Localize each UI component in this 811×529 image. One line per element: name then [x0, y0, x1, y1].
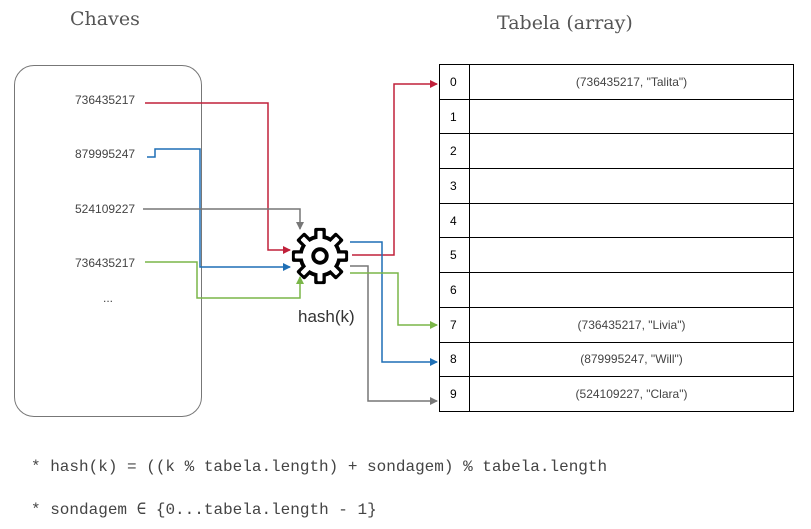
slot-index: 4	[439, 202, 470, 239]
slot-index: 7	[439, 306, 470, 343]
key-1: 736435217	[75, 93, 136, 107]
table-row: 1	[439, 98, 794, 135]
arrow-key3-to-hash	[143, 208, 304, 230]
hash-table: 0 (736435217, "Talita") 1 2 3 4 5	[439, 64, 794, 412]
table-row: 2	[439, 133, 794, 170]
hash-formula: * hash(k) = ((k % tabela.length) + sonda…	[31, 458, 608, 476]
key-2: 879995247	[75, 147, 136, 161]
slot-value	[469, 202, 794, 239]
table-row: 4	[439, 202, 794, 239]
slot-value: (879995247, "Will")	[469, 341, 794, 378]
arrow-hash-to-slot-7	[350, 272, 438, 329]
slot-index: 8	[439, 341, 470, 378]
slot-index: 5	[439, 237, 470, 274]
table-row: 6	[439, 272, 794, 308]
hash-function-label: hash(k)	[298, 307, 355, 326]
slot-value	[469, 272, 794, 308]
slot-value: (736435217, "Livia")	[469, 306, 794, 343]
slot-value	[469, 98, 794, 135]
key-ellipsis: ...	[103, 291, 114, 305]
slot-value	[469, 168, 794, 204]
slot-value	[469, 237, 794, 274]
arrow-hash-to-slot-0	[352, 80, 438, 256]
keys-container	[14, 65, 202, 417]
key-4: 736435217	[75, 256, 136, 270]
table-row: 3	[439, 168, 794, 204]
slot-value	[469, 133, 794, 170]
slot-index: 1	[439, 98, 470, 135]
slot-value: (736435217, "Talita")	[469, 64, 794, 100]
arrow-hash-to-slot-9	[350, 265, 438, 405]
key-3: 524109227	[75, 202, 136, 216]
arrow-key4-to-hash	[145, 261, 304, 299]
keys-title: Chaves	[70, 8, 140, 30]
slot-index: 0	[439, 64, 470, 100]
arrow-key2-to-hash	[147, 148, 291, 271]
table-row: 7 (736435217, "Livia")	[439, 306, 794, 343]
table-row: 9 (524109227, "Clara")	[439, 376, 794, 412]
table-row: 8 (879995247, "Will")	[439, 341, 794, 378]
gear-icon	[291, 227, 349, 285]
slot-index: 3	[439, 168, 470, 204]
slot-value: (524109227, "Clara")	[469, 376, 794, 412]
arrow-hash-to-slot-8	[350, 241, 438, 366]
slot-index: 9	[439, 376, 470, 412]
slot-index: 6	[439, 272, 470, 308]
arrow-key1-to-hash	[145, 102, 291, 254]
table-row: 5	[439, 237, 794, 274]
table-title: Tabela (array)	[497, 12, 633, 34]
table-row: 0 (736435217, "Talita")	[439, 64, 794, 100]
probing-formula: * sondagem ∈ {0...tabela.length - 1}	[31, 501, 377, 519]
slot-index: 2	[439, 133, 470, 170]
